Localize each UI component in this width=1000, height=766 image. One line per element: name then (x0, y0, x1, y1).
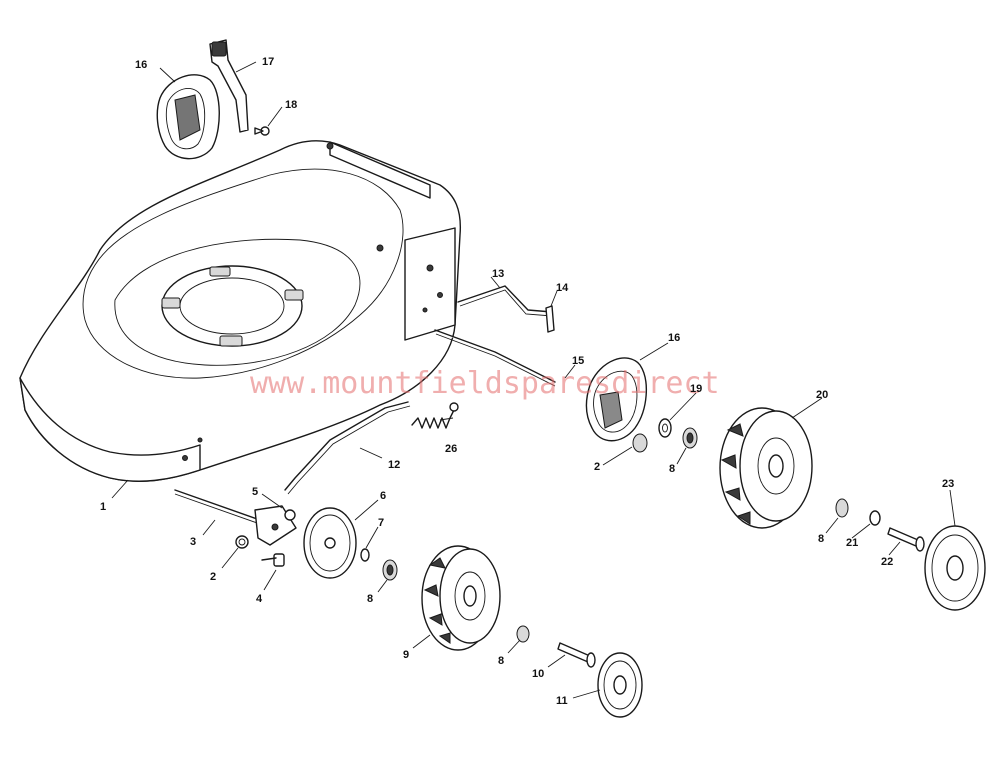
callout-13: 13 (492, 268, 504, 280)
rear-hubcap (924, 525, 986, 611)
callout-15: 15 (572, 355, 584, 367)
callout-8: 8 (498, 655, 504, 667)
callout-2: 2 (594, 461, 600, 473)
callout-18: 18 (285, 99, 297, 111)
watermark-text: www.mountfieldsparesdirect (250, 366, 720, 401)
front-axle-rod (434, 329, 556, 387)
callout-20: 20 (816, 389, 828, 401)
front-left-hubcap-disc (303, 507, 370, 579)
front-left-gear (382, 559, 398, 581)
callout-11: 11 (556, 695, 568, 707)
front-left-hubcap (597, 652, 643, 718)
rear-gear-8b (835, 498, 849, 518)
rear-axle-rod (457, 285, 553, 317)
rear-wheel-bolt (887, 527, 925, 552)
front-left-nut (516, 625, 530, 643)
rear-flap-disc (585, 357, 648, 442)
callouts: 1 3 2 4 5 6 7 8 9 8 10 11 12 13 14 15 16… (100, 56, 954, 707)
callout-16: 16 (135, 59, 147, 71)
callout-12: 12 (388, 459, 400, 471)
front-left-wheel (421, 545, 501, 651)
callout-7: 7 (378, 517, 384, 529)
callout-22: 22 (881, 556, 893, 568)
callout-17: 17 (262, 56, 274, 68)
callout-8: 8 (367, 593, 373, 605)
mower-deck (19, 140, 462, 482)
spring (411, 402, 459, 429)
callout-6: 6 (380, 490, 386, 502)
callout-10: 10 (532, 668, 544, 680)
callout-8: 8 (669, 463, 675, 475)
rear-right-wheel (719, 407, 813, 529)
callout-1: 1 (100, 501, 106, 513)
callout-26: 26 (445, 443, 457, 455)
washer-21 (869, 510, 881, 526)
height-adjust-link-rod (284, 401, 411, 495)
callout-21: 21 (846, 537, 858, 549)
callout-16: 16 (668, 332, 680, 344)
gear-8-rear (682, 427, 698, 449)
nut-2-rear (632, 433, 648, 453)
front-left-wheel-bolt (557, 642, 596, 668)
callout-3: 3 (190, 536, 196, 548)
rear-flap-assembly-top (156, 39, 270, 160)
callout-14: 14 (556, 282, 569, 294)
callout-23: 23 (942, 478, 954, 490)
pin-14 (545, 305, 555, 333)
callout-2: 2 (210, 571, 216, 583)
washer-19 (658, 418, 672, 438)
pivot-bracket-rod (174, 489, 297, 567)
callout-5: 5 (252, 486, 258, 498)
callout-19: 19 (690, 383, 702, 395)
callout-8: 8 (818, 533, 824, 545)
leader-lines (111, 61, 956, 699)
callout-4: 4 (256, 593, 263, 605)
callout-9: 9 (403, 649, 409, 661)
